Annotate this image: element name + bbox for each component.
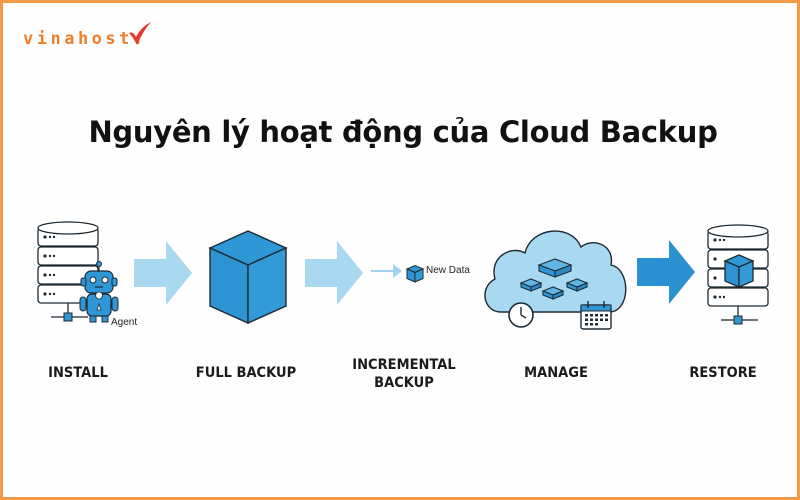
arrow-right-icon [637, 240, 695, 304]
robot-agent-icon [79, 261, 119, 323]
vinahost-logo-text: vinahost. [23, 29, 147, 49]
step-label-incremental-line1: INCREMENTAL [352, 357, 456, 373]
new-data-annotation: New Data [426, 265, 470, 276]
server-restore-icon [707, 224, 769, 325]
small-cube-icon [405, 264, 425, 283]
svg-text:New Data: New Data [426, 265, 470, 276]
step-label-incremental-line2: BACKUP [374, 375, 434, 391]
step-label-full-backup: FULL BACKUP [195, 365, 297, 381]
cube-icon [208, 230, 288, 325]
cloud-storage-icon [484, 230, 627, 330]
step-label-install: INSTALL [48, 365, 108, 381]
step-label-restore: RESTORE [689, 365, 757, 381]
calendar-icon [580, 301, 612, 330]
arrow-right-icon [134, 241, 192, 305]
step-label-manage: MANAGE [524, 365, 588, 381]
agent-annotation: Agent [111, 317, 137, 328]
arrow-right-icon [305, 241, 363, 305]
small-arrow-icon [371, 264, 402, 278]
diagram-title: Nguyên lý hoạt động của Cloud Backup [88, 115, 718, 149]
svg-text:Agent: Agent [111, 317, 137, 328]
check-mark-icon [129, 22, 151, 45]
clock-icon [508, 302, 534, 328]
server-with-agent-icon [37, 221, 119, 323]
